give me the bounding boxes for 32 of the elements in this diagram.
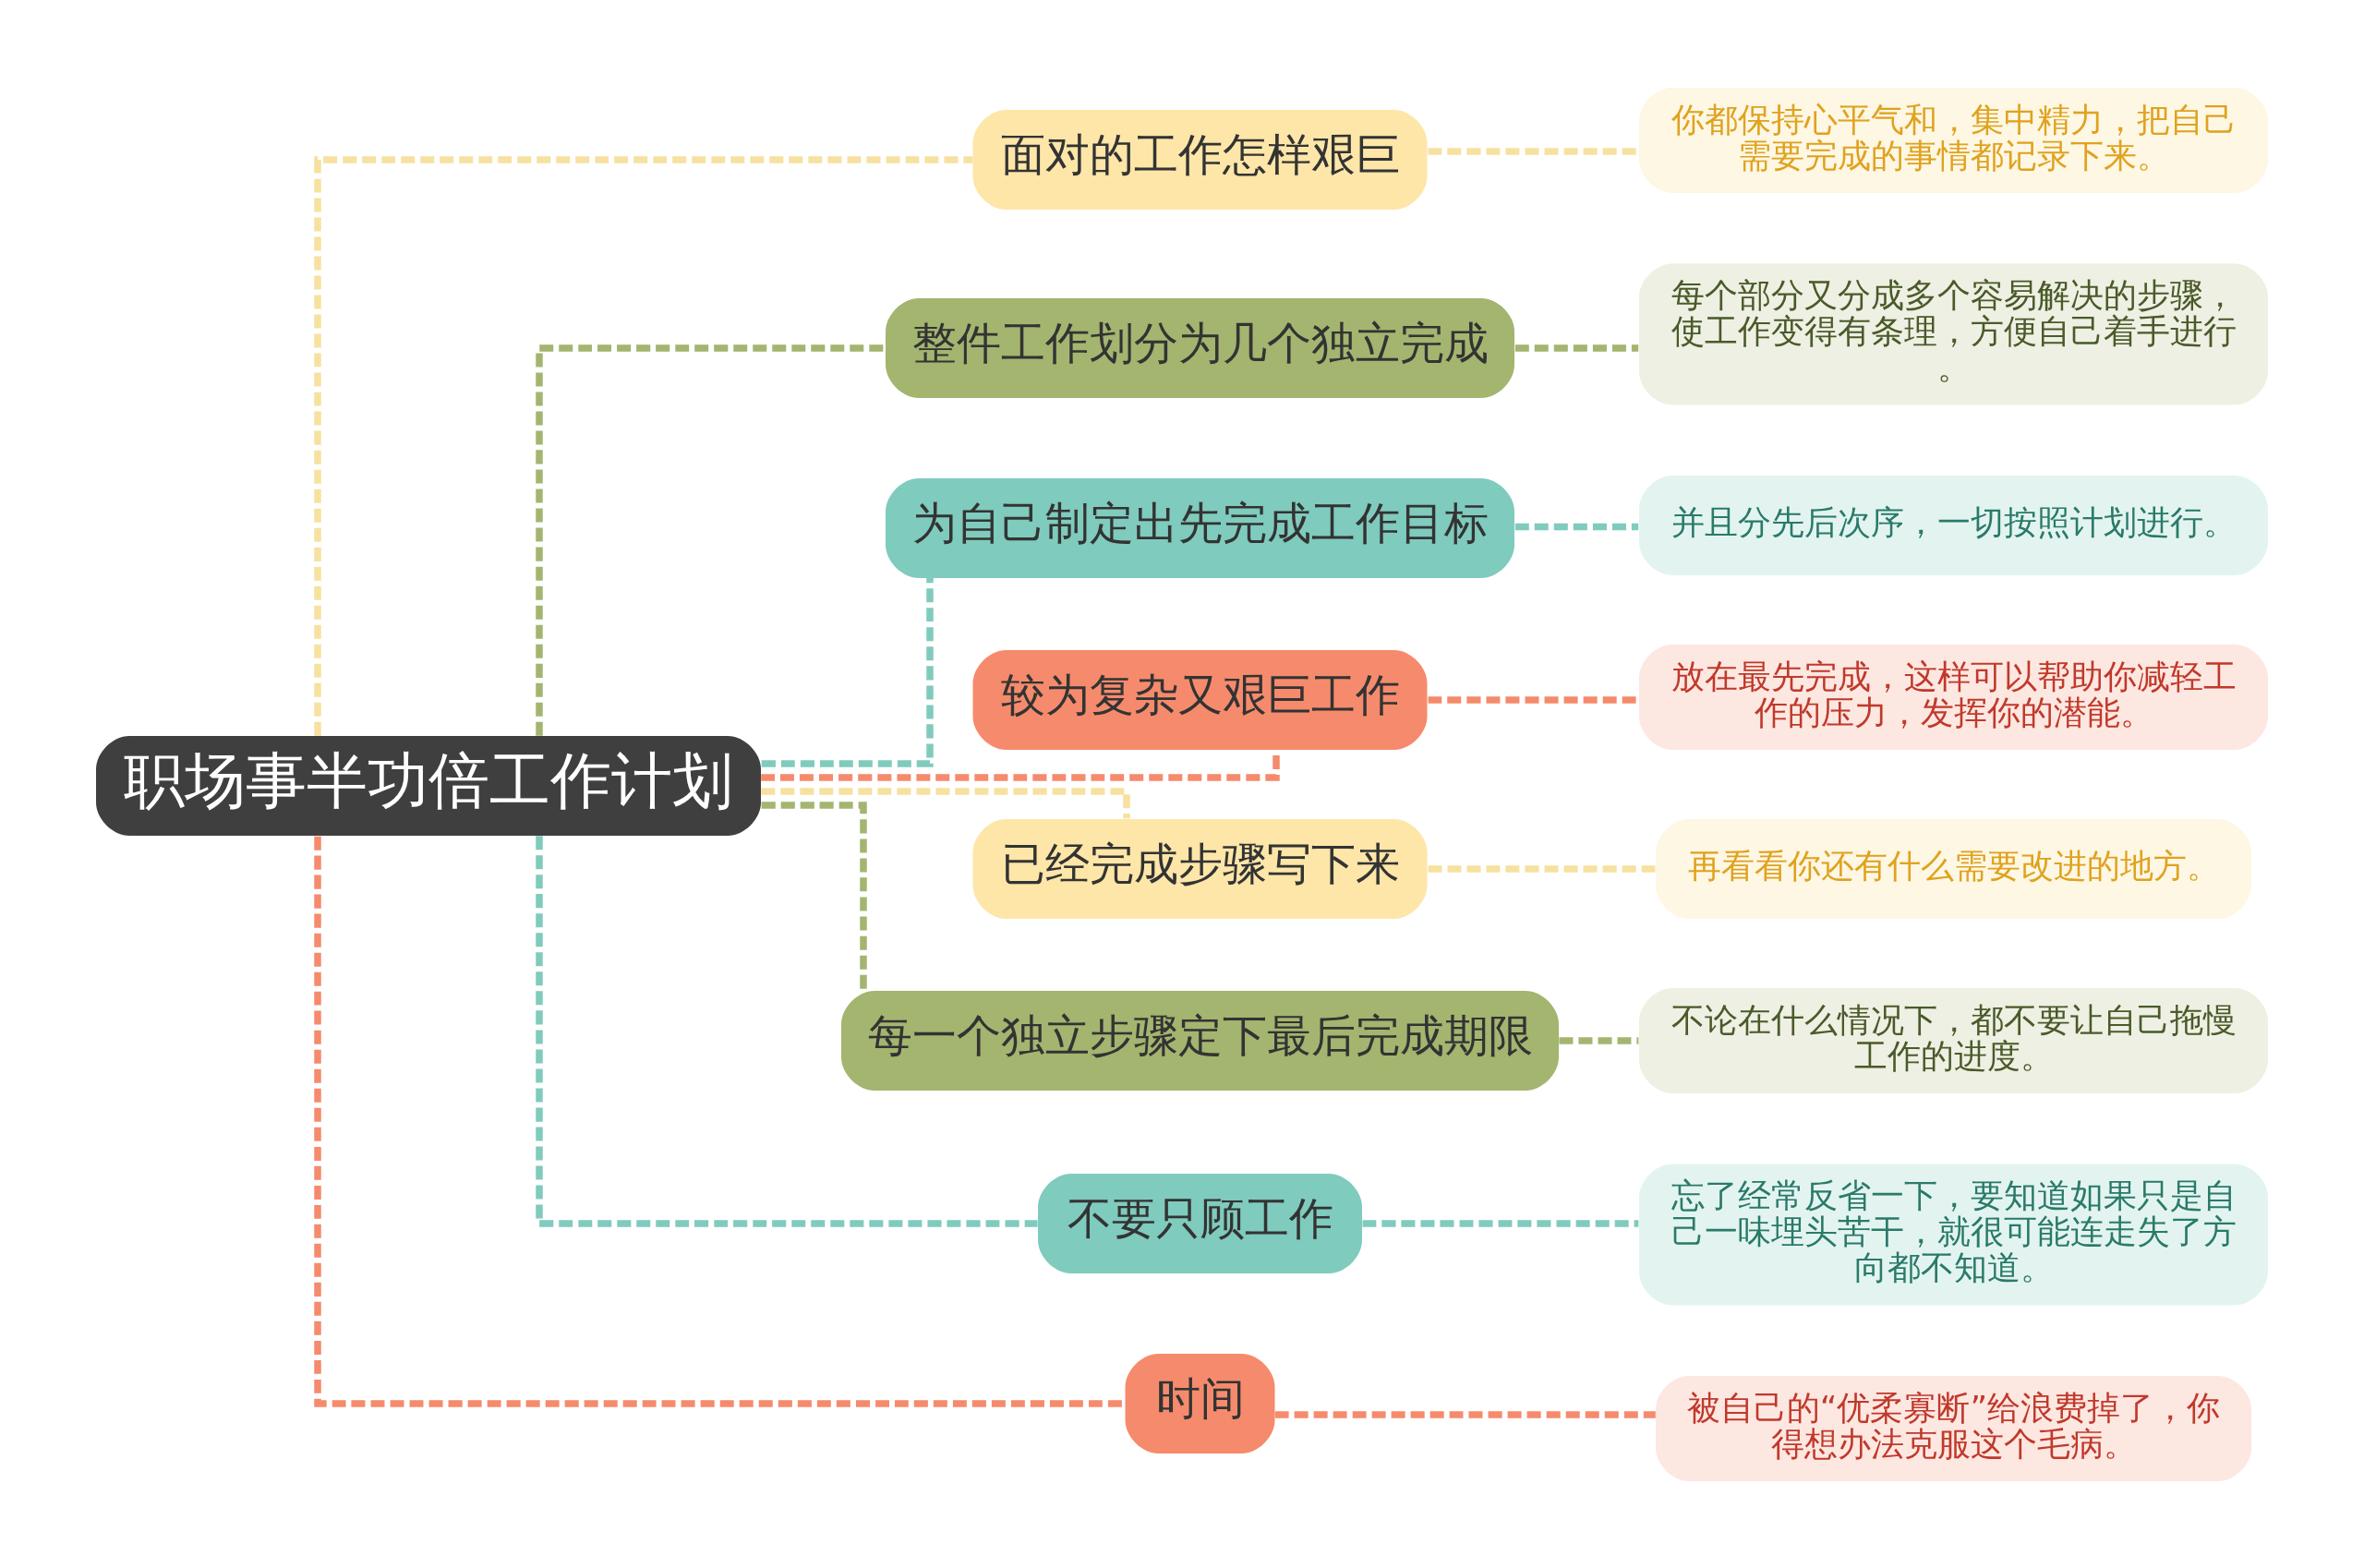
connector (1428, 864, 1656, 873)
connector (761, 577, 934, 767)
node-box: 较为复杂又艰巨工作 (972, 649, 1428, 750)
node-box: 时间 (1125, 1353, 1275, 1453)
node-box: 每一个独立步骤定下最后完成期限 (841, 990, 1559, 1091)
node-box: 不要只顾工作 (1038, 1173, 1362, 1273)
node-box: 你都保持心平气和，集中精力，把自己需要完成的事情都记录下来。 (1639, 87, 2268, 193)
node-box: 已经完成步骤写下来 (972, 818, 1428, 919)
connector (1428, 695, 1639, 704)
node-box: 放在最先完成，这样可以帮助你减轻工作的压力，发挥你的潜能。 (1639, 644, 2268, 750)
connector (1514, 523, 1639, 530)
connector (1514, 344, 1639, 352)
node-box: 忘了经常反省一下，要知道如果只是自己一味埋头苦干，就很可能连走失了方向都不知道。 (1639, 1164, 2268, 1305)
node-box: 整件工作划分为几个独立完成 (886, 297, 1514, 398)
node-box: 被自己的“优柔寡断”给浪费掉了，你得想办法克服这个毛病。 (1656, 1375, 2251, 1481)
connector (314, 836, 1125, 1407)
connector (761, 787, 1130, 818)
connector (536, 835, 1038, 1227)
connector (1362, 1219, 1639, 1227)
connector (536, 344, 886, 736)
node-box: 面对的工作怎样艰巨 (972, 109, 1428, 210)
node-box: 再看看你还有什么需要改进的地方。 (1656, 818, 2251, 919)
connector (314, 155, 973, 736)
connector (761, 801, 867, 991)
node-box: 为自己制定出先完成工作目标 (886, 477, 1514, 578)
node-box: 并且分先后次序，一切按照计划进行。 (1639, 475, 2268, 575)
node-box: 不论在什么情况下，都不要让自己拖慢工作的进度。 (1639, 987, 2268, 1093)
connector (1559, 1036, 1639, 1044)
node-box: 职场事半功倍工作计划 (96, 735, 761, 836)
node-box: 每个部分又分成多个容易解决的步骤，使工作变得有条理，方便自己着手进行。 (1639, 263, 2268, 404)
connector (1428, 147, 1639, 155)
connector (1274, 1410, 1656, 1418)
